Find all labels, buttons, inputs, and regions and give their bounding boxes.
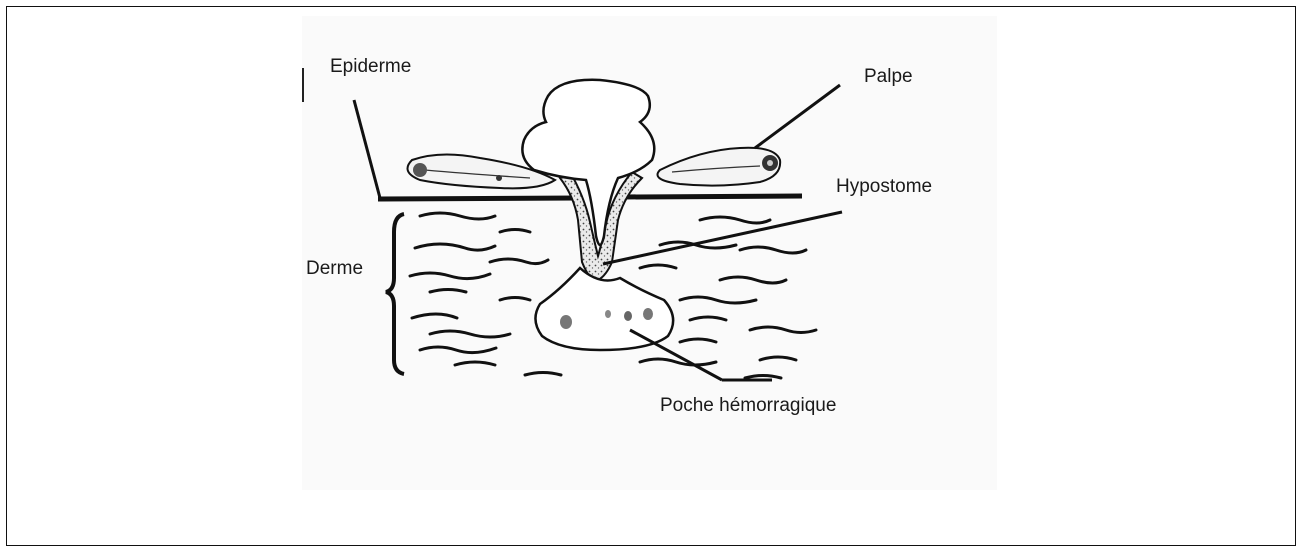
label-epiderme: Epiderme [330, 56, 411, 78]
palpe-leader [755, 85, 840, 148]
label-poche-hemorragique: Poche hémorragique [660, 395, 836, 417]
epiderme-leader [354, 100, 380, 198]
label-derme: Derme [306, 258, 363, 280]
label-hypostome: Hypostome [836, 176, 932, 198]
hemorrhagic-pocket [535, 268, 673, 350]
label-palpe: Palpe [864, 66, 913, 88]
derme-bracket [386, 214, 404, 374]
poche-leader [630, 330, 722, 380]
right-palp [658, 148, 781, 186]
hypostome-leader [603, 212, 842, 264]
